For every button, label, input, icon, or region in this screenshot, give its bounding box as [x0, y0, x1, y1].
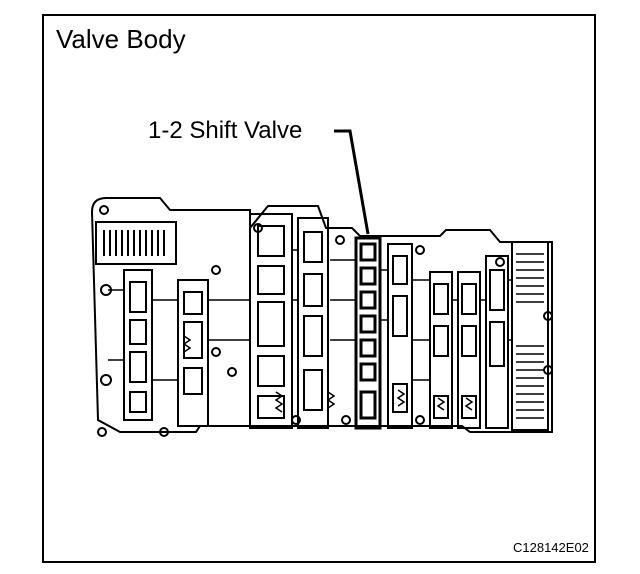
valve-bore-3	[249, 213, 293, 429]
shift-valve-callout-label: 1-2 Shift Valve	[148, 117, 303, 144]
figure-title: Valve Body	[56, 24, 186, 54]
bolt-holes	[97, 205, 553, 437]
valve-spool-3	[257, 225, 285, 419]
valve-bore-9	[485, 255, 509, 429]
left-spring	[103, 230, 165, 256]
valve-bore-2	[177, 279, 209, 427]
left-valve-spool	[129, 281, 147, 413]
valve-bore-4	[297, 217, 329, 429]
valve-spool-8	[461, 283, 477, 419]
valve-spool-4	[303, 231, 323, 411]
valve-bore-6	[387, 243, 413, 429]
left-valve-bore	[123, 269, 153, 421]
fluid-channels	[108, 249, 512, 381]
valve-spool-7	[433, 283, 449, 419]
right-spring-bore	[511, 241, 549, 431]
shift-valve-spool	[359, 242, 377, 420]
valve-bore-7	[429, 271, 453, 429]
valve-spool-6	[392, 255, 408, 413]
valve-spool-9	[489, 269, 505, 367]
valve-spool-2	[183, 291, 203, 395]
shift-valve-bore	[354, 236, 382, 430]
callout-leader-line	[334, 129, 370, 235]
lower-springs	[182, 335, 474, 413]
figure-code: C128142E02	[513, 540, 589, 555]
valve-bore-8	[457, 271, 481, 429]
right-springs	[516, 253, 544, 419]
